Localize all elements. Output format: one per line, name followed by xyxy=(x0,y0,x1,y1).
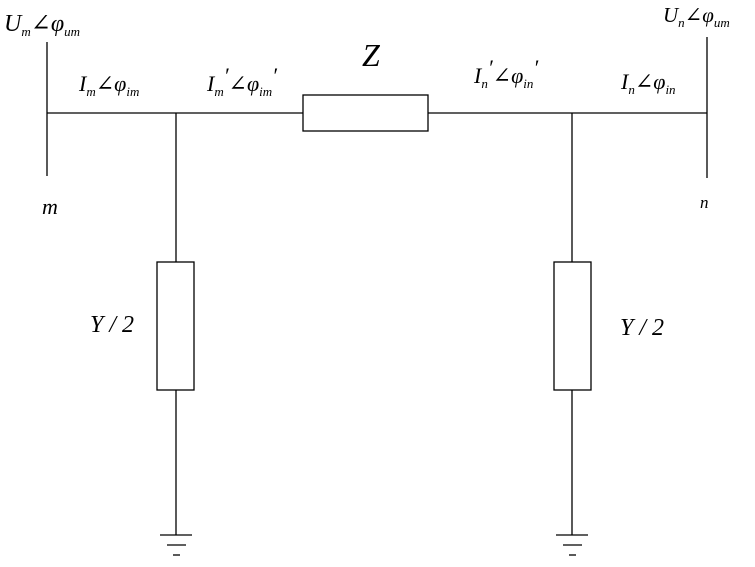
bus-m-voltage-label: Um∠φum xyxy=(4,11,80,39)
impedance-z-label: Z xyxy=(362,37,381,73)
bus-n-voltage-label: Un∠φum xyxy=(663,3,730,30)
current-m-label: Im∠φim xyxy=(78,71,139,99)
impedance-z-box xyxy=(302,94,429,132)
shunt-right-box xyxy=(553,261,592,391)
ground-left-icon xyxy=(160,534,192,556)
shunt-left-label: Y / 2 xyxy=(90,312,134,338)
shunt-left-box xyxy=(156,261,195,391)
shunt-right-label: Y / 2 xyxy=(620,315,664,341)
bus-m-name: m xyxy=(42,194,58,219)
ground-right-icon xyxy=(556,534,588,556)
current-m-prime-label: Im′∠φim′ xyxy=(206,63,278,99)
current-n-label: In∠φin xyxy=(620,69,676,97)
bus-n-name: n xyxy=(700,193,709,212)
current-n-prime-label: In′∠φin′ xyxy=(473,55,539,91)
